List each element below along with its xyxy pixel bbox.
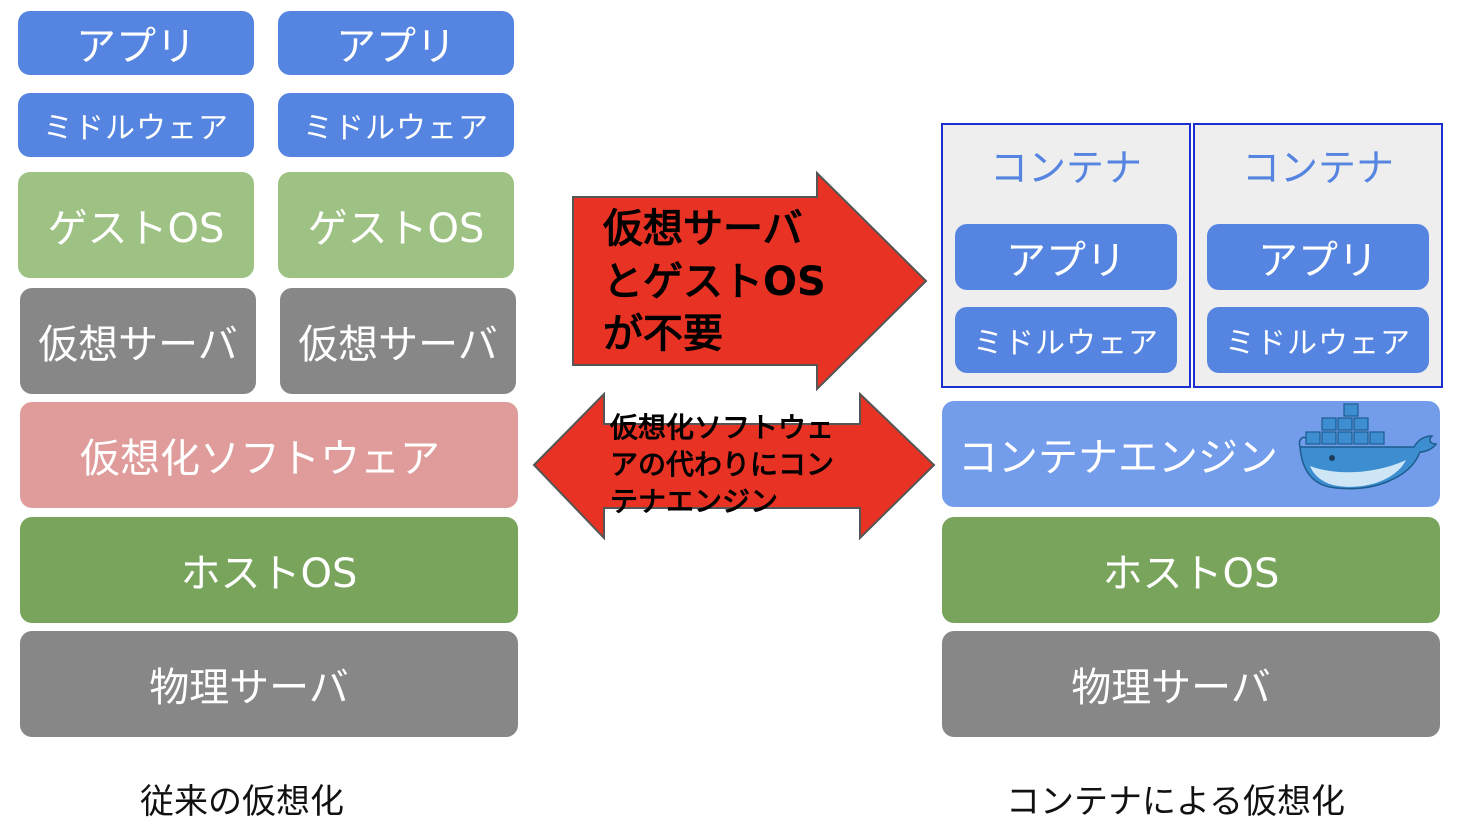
container-title: コンテナ bbox=[989, 146, 1142, 190]
virtualization-software-box: 仮想化ソフトウェア bbox=[20, 402, 518, 508]
host-os-box-left: ホストOS bbox=[20, 517, 518, 623]
container-title: コンテナ bbox=[1241, 146, 1394, 190]
host-os-box-right: ホストOS bbox=[942, 517, 1440, 623]
physical-server-box-right: 物理サーバ bbox=[942, 631, 1440, 737]
container-app-box: アプリ bbox=[955, 224, 1177, 290]
middleware-box-left-1: ミドルウェア bbox=[18, 93, 254, 157]
container-app-box: アプリ bbox=[1207, 224, 1429, 290]
app-box-left-2: アプリ bbox=[278, 11, 514, 75]
right-caption: コンテナによる仮想化 bbox=[1006, 782, 1345, 822]
container-middleware-box: ミドルウェア bbox=[1207, 307, 1429, 373]
app-box-left-1: アプリ bbox=[18, 11, 254, 75]
container-2: コンテナ アプリ ミドルウェア bbox=[1193, 123, 1443, 388]
arrow-top-line-2: とゲストOS bbox=[603, 259, 826, 305]
middleware-box-left-2: ミドルウェア bbox=[278, 93, 514, 157]
arrow-bottom-line-2: アの代わりにコン bbox=[610, 448, 835, 481]
right-arrow bbox=[572, 170, 928, 392]
virtual-server-box-2: 仮想サーバ bbox=[280, 288, 516, 394]
arrow-bottom-line-3: テナエンジン bbox=[610, 485, 779, 518]
container-middleware-box: ミドルウェア bbox=[955, 307, 1177, 373]
arrow-top-line-1: 仮想サーバ bbox=[603, 206, 803, 252]
virtual-server-box-1: 仮想サーバ bbox=[20, 288, 256, 394]
physical-server-box-left: 物理サーバ bbox=[20, 631, 518, 737]
double-arrow bbox=[532, 392, 936, 541]
guest-os-box-1: ゲストOS bbox=[18, 172, 254, 278]
arrow-bottom-line-1: 仮想化ソフトウェ bbox=[610, 411, 835, 444]
docker-whale-icon bbox=[1298, 403, 1438, 490]
guest-os-box-2: ゲストOS bbox=[278, 172, 514, 278]
arrow-top-line-3: が不要 bbox=[603, 311, 723, 357]
container-engine-label: コンテナエンジン bbox=[958, 435, 1278, 481]
left-caption: 従来の仮想化 bbox=[140, 782, 344, 822]
container-1: コンテナ アプリ ミドルウェア bbox=[941, 123, 1191, 388]
